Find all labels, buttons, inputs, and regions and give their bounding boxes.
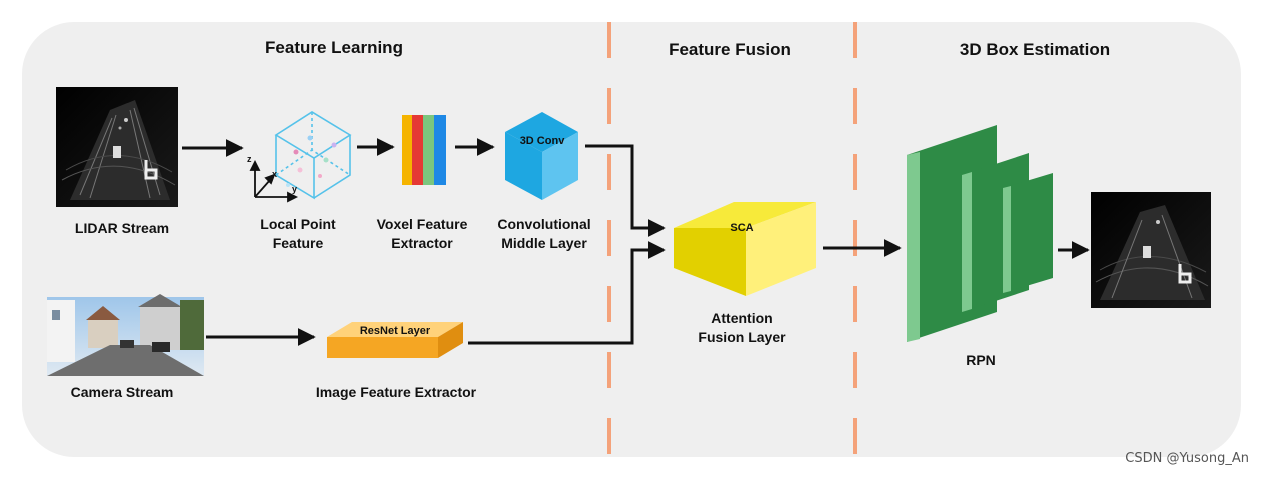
local-point-dots xyxy=(286,135,337,187)
arrow-conv-to-sca xyxy=(585,144,666,237)
arrow-resnet-to-sca xyxy=(468,241,666,345)
conv-label-2: Middle Layer xyxy=(501,235,587,251)
section-feature-learning: Feature Learning xyxy=(265,38,403,57)
background-panel xyxy=(22,22,1241,457)
voxel-label-1: Voxel Feature xyxy=(377,216,468,232)
voxel-label-2: Extractor xyxy=(391,235,453,251)
camera-image xyxy=(47,294,204,376)
local-point-label-2: Feature xyxy=(273,235,324,251)
axis-x-label: x xyxy=(272,169,277,179)
conv-label-1: Convolutional xyxy=(497,216,590,232)
axis-y-label: y xyxy=(292,184,297,194)
local-point-cube xyxy=(274,111,352,200)
axis-icon xyxy=(249,159,299,203)
sca-block xyxy=(674,202,816,296)
attention-label-1: Attention xyxy=(711,310,772,326)
lidar-stream-label: LIDAR Stream xyxy=(75,220,169,236)
watermark: CSDN @Yusong_An xyxy=(1125,451,1249,466)
attention-label-2: Fusion Layer xyxy=(698,329,786,345)
conv-cube xyxy=(505,112,578,200)
sca-inner-label: SCA xyxy=(730,222,753,234)
rpn-layers xyxy=(907,125,1053,342)
voxel-stripes xyxy=(402,115,446,185)
resnet-inner-label: ResNet Layer xyxy=(360,325,431,337)
image-extractor-label: Image Feature Extractor xyxy=(316,384,477,400)
camera-stream-label: Camera Stream xyxy=(71,384,174,400)
section-3d-box-estimation: 3D Box Estimation xyxy=(960,40,1110,59)
output-lidar-image xyxy=(1091,192,1211,308)
lidar-image xyxy=(56,87,178,207)
axis-z-label: z xyxy=(247,154,252,164)
conv-inner-label: 3D Conv xyxy=(520,135,566,147)
resnet-slab xyxy=(327,322,463,358)
local-point-label-1: Local Point xyxy=(260,216,336,232)
rpn-label: RPN xyxy=(966,352,996,368)
section-feature-fusion: Feature Fusion xyxy=(669,40,791,59)
